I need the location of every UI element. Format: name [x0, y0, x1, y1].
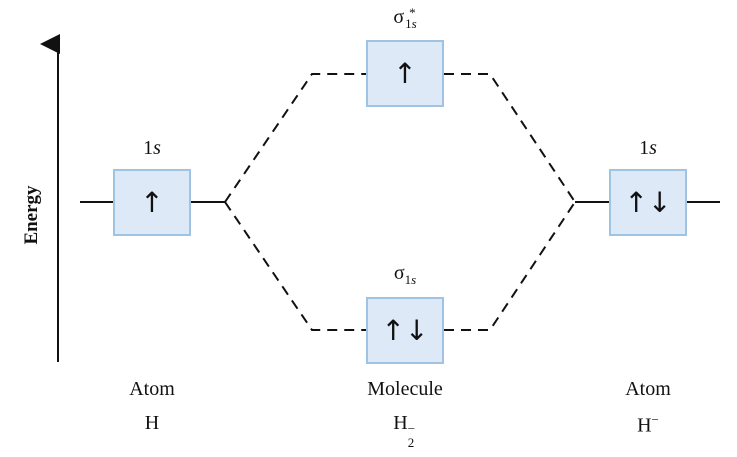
count-subscript: 2 — [407, 435, 415, 450]
electron-arrows: ↑↓ — [624, 186, 672, 219]
subscript-number: 1 — [404, 272, 412, 287]
center-caption: Molecule — [367, 378, 443, 400]
antibonding-orbital: ↑ — [366, 40, 444, 107]
bonding-label: σ1s — [394, 262, 416, 288]
sigma-symbol: σ — [393, 262, 405, 284]
charge-superscript: − — [407, 421, 416, 436]
subscript-number: 1 — [405, 16, 412, 31]
right-species: H− — [637, 412, 659, 438]
right-caption: Atom — [625, 378, 671, 400]
right-atomic-orbital: ↑↓ — [609, 169, 687, 236]
charge-superscript: − — [651, 412, 659, 427]
correlation-dashes — [224, 73, 576, 331]
antibonding-label: σ*1s — [393, 6, 416, 30]
species-symbol: H — [637, 414, 652, 437]
bonding-orbital: ↑↓ — [366, 297, 444, 364]
subscript-letter: s — [411, 16, 417, 31]
right-orbital-label: 1s — [639, 137, 657, 160]
subscript: 1s — [405, 17, 417, 30]
left-atomic-orbital: ↑ — [113, 169, 191, 236]
center-species: H−2 — [393, 412, 416, 450]
left-species: H — [144, 412, 160, 434]
star-superscript: * — [409, 5, 416, 20]
electron-arrows: ↑ — [140, 186, 164, 219]
orbital-number: 1 — [639, 137, 650, 159]
orbital-letter: s — [153, 137, 161, 159]
orbital-letter: s — [649, 137, 657, 159]
subscript-letter: s — [411, 272, 417, 287]
left-caption: Atom — [129, 378, 175, 400]
energy-axis-label: Energy — [21, 185, 42, 245]
sigma-symbol: σ — [393, 6, 405, 28]
species-symbol: H — [393, 412, 408, 434]
sub-sup-stack: *1s — [405, 6, 417, 30]
electron-arrows: ↑ — [393, 57, 417, 90]
electron-arrows: ↑↓ — [381, 314, 429, 347]
left-orbital-label: 1s — [143, 137, 161, 160]
orbital-number: 1 — [143, 137, 154, 159]
